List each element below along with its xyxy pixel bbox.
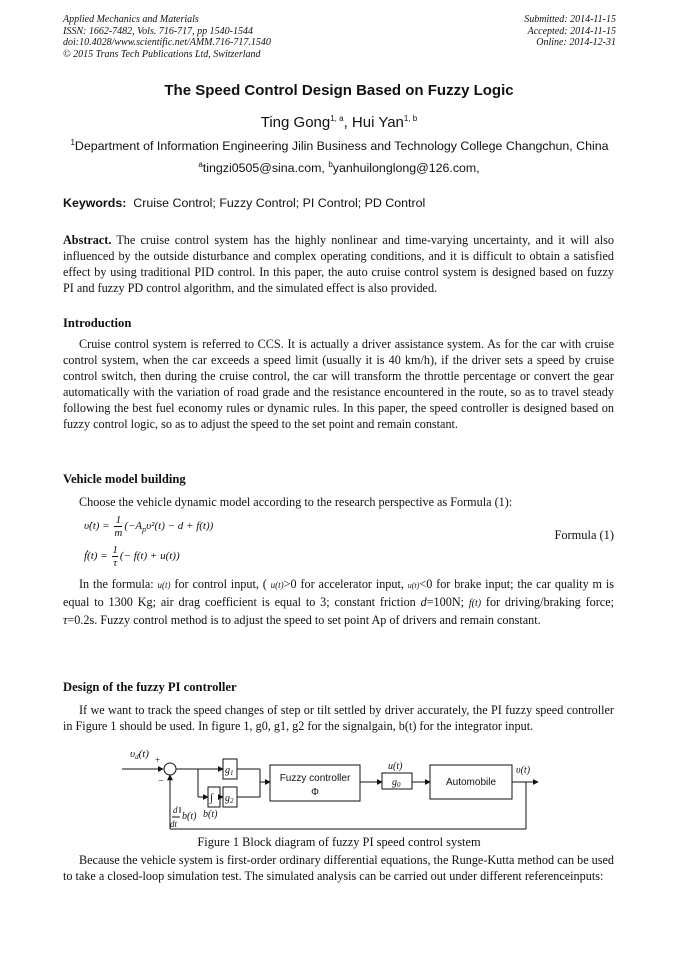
eq2-num: 1	[112, 544, 118, 557]
integral-symbol: ∫	[209, 792, 214, 804]
fuzzy-controller-label: Fuzzy controller	[280, 773, 351, 784]
expl-part-5: =100N;	[426, 595, 469, 609]
author-1: Ting Gong	[260, 114, 331, 131]
author-2: Hui Yan	[351, 114, 404, 131]
paper-title: The Speed Control Design Based on Fuzzy …	[164, 82, 514, 99]
eq1-num: 1	[114, 514, 123, 527]
introduction-text: Cruise control system is referred to CCS…	[63, 337, 614, 431]
block-diagram: υd(t) + − ∫ g1 g2 b(t) Fuzzy controller	[122, 748, 539, 830]
g1-label: g1	[225, 765, 234, 777]
fuzzy-phi-label: Φ	[311, 787, 318, 798]
introduction-heading: Introduction	[63, 316, 132, 330]
expl-part-1: In the formula:	[79, 577, 158, 591]
vehicle-heading: Vehicle model building	[63, 472, 186, 486]
fuzzy-pi-text: If we want to track the speed changes of…	[63, 703, 614, 733]
figure-caption: Figure 1 Block diagram of fuzzy PI speed…	[197, 835, 481, 849]
journal-info: Applied Mechanics and Materials ISSN: 16…	[63, 14, 271, 60]
sym-d: d	[420, 595, 427, 609]
abstract-text: The cruise control system has the highly…	[63, 233, 614, 295]
keywords-label: Keywords:	[63, 196, 127, 210]
eq2-den: τ	[113, 557, 118, 569]
online-date: Online: 2014-12-31	[536, 37, 616, 48]
sym-ut-1: u(t)	[157, 580, 171, 590]
submitted-date: Submitted: 2014-11-15	[524, 14, 616, 25]
deriv-den: dt	[170, 819, 178, 829]
keywords-text: Cruise Control; Fuzzy Control; PI Contro…	[126, 196, 426, 210]
eq1-lhs: υ̇(t) =	[84, 520, 110, 533]
sym-tau: τ	[63, 613, 68, 627]
email-a-sup: a	[198, 160, 203, 169]
bt-label: b(t)	[203, 809, 218, 820]
email-line: atingzi0505@sina.com, byanhuilonglong@12…	[0, 160, 678, 175]
doi-line: doi:10.4028/www.scientific.net/AMM.716-7…	[63, 37, 271, 48]
g0-label: g0	[392, 777, 401, 789]
eq1-rhs: (−A	[124, 520, 143, 533]
affiliation: 1Department of Information Engineering J…	[63, 138, 616, 153]
author-line: Ting Gong1, a, Hui Yan1, b	[0, 114, 678, 131]
affiliation-text: Department of Information Engineering Ji…	[74, 139, 609, 154]
g2-label: g2	[225, 793, 234, 805]
deriv-num: d	[173, 805, 178, 815]
abstract: Abstract. The cruise control system has …	[63, 232, 614, 296]
dates-info: Submitted: 2014-11-15 Accepted: 2014-11-…	[524, 14, 616, 49]
diagram-plus: +	[155, 755, 160, 765]
expl-part-4: <0 for brake input; the car quality m is…	[63, 577, 614, 609]
eq2-rhs: (− f(t) + u(t))	[119, 550, 180, 563]
formula-label: Formula (1)	[554, 528, 614, 542]
author-1-sup: 1, a	[330, 114, 344, 123]
formula-explanation: In the formula: u(t) for control input, …	[63, 576, 614, 628]
vehicle-intro: Choose the vehicle dynamic model accordi…	[79, 495, 513, 509]
author-2-sup: 1, b	[403, 114, 418, 123]
accepted-date: Accepted: 2014-11-15	[527, 25, 616, 37]
journal-name: Applied Mechanics and Materials	[63, 14, 199, 25]
expl-part-2: for control input, (	[170, 577, 271, 591]
diagram-input-label: υd(t)	[130, 748, 149, 761]
sym-ut-3: u(t)	[407, 581, 420, 590]
keywords-line: Keywords: Cruise Control; Fuzzy Control;…	[63, 196, 425, 210]
email-b: yanhuilonglong@126.com,	[332, 161, 480, 176]
email-a: tingzi0505@sina.com,	[202, 161, 329, 176]
eq2-lhs: ḟ(t) =	[84, 550, 108, 563]
expl-part-7: =0.2s. Fuzzy control method is to adjust…	[67, 613, 541, 627]
copyright-line: © 2015 Trans Tech Publications Ltd, Swit…	[63, 48, 261, 60]
expl-part-3: >0 for accelerator input,	[283, 577, 408, 591]
fuzzy-controller-block	[269, 764, 361, 802]
abstract-label: Abstract.	[63, 233, 112, 247]
eq1-rest: υ²(t) − d + f(t))	[146, 520, 214, 533]
email-b-sup: b	[328, 160, 333, 169]
fuzzy-pi-heading: Design of the fuzzy PI controller	[63, 680, 237, 694]
sym-ft: f(t)	[468, 598, 482, 609]
summing-junction	[163, 762, 177, 776]
issn-line: ISSN: 1662-7482, Vols. 716-717, pp 1540-…	[63, 25, 253, 37]
ut-label: u(t)	[388, 761, 403, 772]
diagram-minus: −	[158, 776, 164, 787]
sym-ut-2: u(t)	[270, 580, 284, 590]
eq1-den: m	[114, 527, 123, 539]
automobile-label: Automobile	[446, 777, 496, 788]
output-label: υ(t)	[516, 765, 531, 776]
eq1-sub: p	[142, 525, 147, 535]
deriv-bt: b(t)	[182, 811, 197, 822]
fuzzy-pi-after: Because the vehicle system is first-orde…	[63, 853, 614, 883]
affiliation-sup: 1	[70, 138, 75, 147]
author-separator: ,	[343, 114, 352, 131]
expl-part-6: for driving/braking force;	[481, 595, 614, 609]
g0-block	[381, 772, 413, 790]
